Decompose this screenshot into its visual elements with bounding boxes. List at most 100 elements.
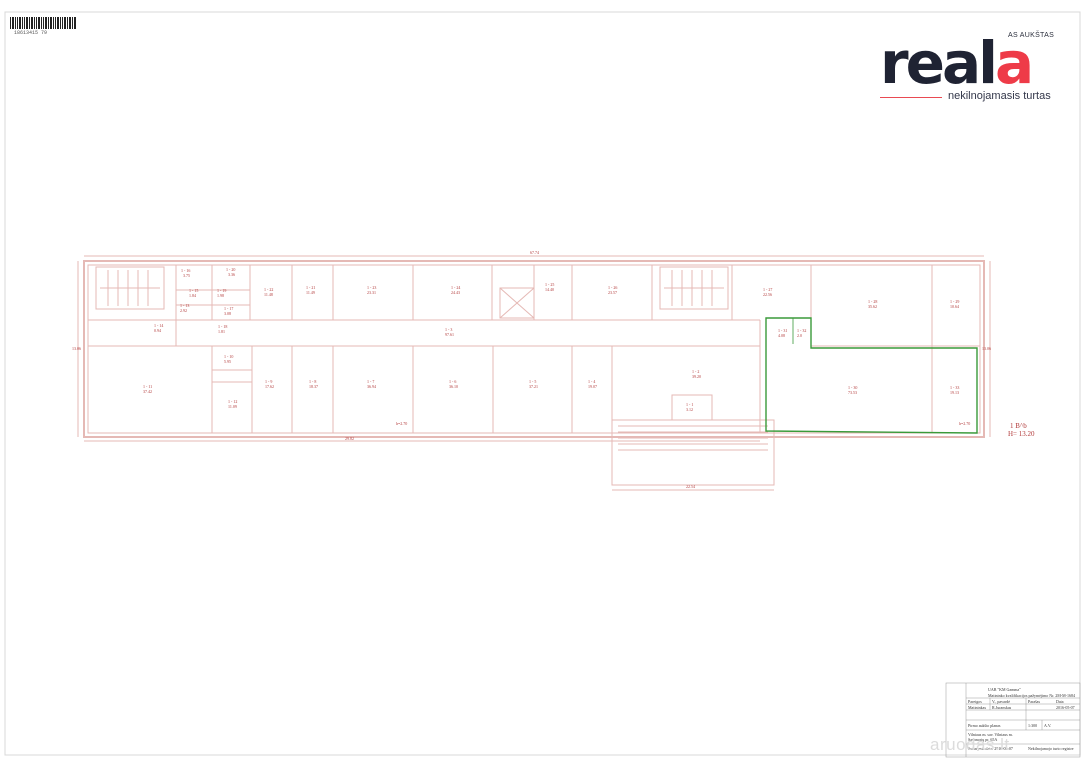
room-code: 1 - 9 (265, 379, 272, 384)
room-code: 1 - 15 (189, 288, 198, 293)
room-area: 4.08 (778, 333, 785, 338)
room-code: 1 - 12 (228, 399, 237, 404)
room-code: 1 - 16 (181, 268, 190, 273)
level-label: 1 B^b (1010, 422, 1027, 430)
room-area: 24.43 (451, 290, 460, 295)
room-code: 1 - 27 (763, 287, 772, 292)
tb-contract: Matininko kvalifikacijos pažymėjimo Nr. … (988, 693, 1075, 698)
room-code: 1 - 2 (692, 369, 699, 374)
tb-col-header: Pareigos (968, 699, 982, 704)
room-code: 1 - 13 (180, 303, 189, 308)
tb-sheet-code: A.V. (1044, 723, 1052, 728)
room-area: 11.48 (264, 292, 273, 297)
room-code: 1 - 25 (545, 282, 554, 287)
room-code: 1 - 7 (367, 379, 374, 384)
brand-wordmark-accent: a (994, 29, 1034, 97)
room-area: 17.62 (265, 384, 274, 389)
room-area: 1.84 (189, 293, 196, 298)
left-height-label: 13.06 (72, 346, 81, 351)
room-code: 1 - 11 (143, 384, 152, 389)
room-area: 35.62 (868, 304, 877, 309)
room-area: 36.94 (367, 384, 376, 389)
room-area: 14.40 (545, 287, 554, 292)
room-code: 1 - 10 (224, 354, 233, 359)
room-code: 1 - 29 (950, 299, 959, 304)
room-code: 1 - 14 (154, 323, 163, 328)
room-code: 1 - 31 (778, 328, 787, 333)
brand-logo: AS AUKŠTAS reala nekilnojamasis turtas (880, 32, 1060, 102)
room-area: 23.31 (367, 290, 376, 295)
tb-sheet-title: Pirmo aukšto planas (968, 723, 1001, 728)
building-outline (77, 255, 991, 491)
room-area: 2.92 (180, 308, 187, 313)
room-area: 2.0 (797, 333, 802, 338)
room-area: 37.42 (143, 389, 152, 394)
tb-address-1: Vilniaus m. sav. Vilniaus m. (968, 732, 1013, 737)
room-code: 1 - 8 (309, 379, 316, 384)
room-area: 36.10 (449, 384, 458, 389)
tb-person: R.Juranskas (992, 705, 1012, 710)
brand-superscript: AS AUKŠTAS (1008, 32, 1055, 39)
right-height-label: 13.06 (982, 346, 991, 351)
corridor-length-label: 29.82 (345, 436, 354, 441)
room-area: 3.12 (686, 407, 693, 412)
room-area: 37.21 (529, 384, 538, 389)
tb-role: Matininkas (968, 705, 986, 710)
room-code: 1 - 5 (529, 379, 536, 384)
barcode-number: 18613415 79 (14, 30, 48, 36)
room-code: 1 - 26 (608, 285, 617, 290)
room-code: 1 - 1 (686, 402, 693, 407)
room-area: 73.53 (848, 390, 857, 395)
room-area: 19.13 (950, 390, 959, 395)
room-code: 1 - 30 (848, 385, 857, 390)
room-code: 1 - 6 (449, 379, 456, 384)
title-block-frame (945, 682, 1081, 758)
room-area: 3.08 (224, 311, 231, 316)
tb-date: 2016-05-07 (1056, 705, 1075, 710)
room-code: 1 - 3 (445, 327, 452, 332)
tb-footer-1: Sudarymo data: 2016-05-07 (968, 746, 1013, 751)
tb-col-header: V., pavardė (992, 699, 1011, 704)
highlighted-unit-outline (765, 317, 978, 434)
room-code: 1 - 20 (226, 267, 235, 272)
tb-col-header: Data (1056, 699, 1064, 704)
room-labels: 1 - 16 3.75 1 - 20 3.36 1 - 22 11.48 1 -… (143, 267, 970, 426)
brand-tagline: nekilnojamasis turtas (948, 90, 1051, 102)
room-code: 1 - 18 (218, 324, 227, 329)
title-block: UAB "KM Gamma" Matininko kvalifikacijos … (946, 683, 1080, 757)
tb-company: UAB "KM Gamma" (988, 687, 1021, 692)
tb-scale: 1:300 (1028, 723, 1038, 728)
room-code: 1 - 28 (868, 299, 877, 304)
tb-footer-2: Nekilnojamojo turto registre (1028, 746, 1074, 751)
room-area: 19.07 (588, 384, 597, 389)
room-code: 1 - 23 (367, 285, 376, 290)
room-code: 1 - 19 (217, 288, 226, 293)
height-mark: h=2.70 (396, 421, 407, 426)
room-area: 11.09 (228, 404, 237, 409)
height-mark: h=2.70 (959, 421, 970, 426)
room-area: 1.81 (218, 329, 225, 334)
brand-wordmark-main: real (880, 29, 998, 97)
room-code: 1 - 22 (264, 287, 273, 292)
tb-address-2: Savanorių pr. 65A (968, 737, 998, 742)
overall-length-label: 67.74 (530, 250, 539, 255)
tb-col-header: Parašas (1028, 699, 1040, 704)
sheet-border (4, 11, 1081, 756)
room-code: 1 - 33 (950, 385, 959, 390)
room-code: 1 - 24 (451, 285, 460, 290)
watermark: aruodas.lt (930, 735, 1010, 754)
room-area: 18.37 (309, 384, 318, 389)
room-area: 3.36 (228, 272, 235, 277)
room-area: 3.75 (183, 273, 190, 278)
room-code: 1 - 4 (588, 379, 595, 384)
room-area: 97.61 (445, 332, 454, 337)
room-area: 1.98 (217, 293, 224, 298)
room-code: 1 - 21 (306, 285, 315, 290)
room-area: 22.56 (763, 292, 772, 297)
room-area: 39.20 (692, 374, 701, 379)
room-area: 10.64 (950, 304, 959, 309)
stair-width-label: 22.54 (686, 484, 695, 489)
brand-wordmark: reala (880, 34, 1034, 92)
room-area: 23.57 (608, 290, 617, 295)
